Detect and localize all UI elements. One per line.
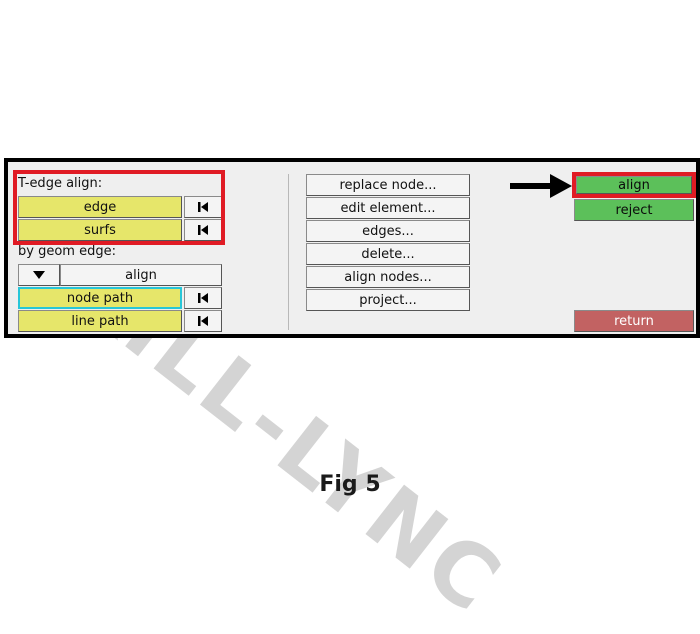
- return-button[interactable]: return: [574, 310, 694, 332]
- delete-button[interactable]: delete...: [306, 243, 470, 265]
- geom-align-select[interactable]: align: [60, 264, 222, 286]
- skip-to-start-icon: [198, 293, 208, 303]
- skip-to-start-icon: [198, 202, 208, 212]
- replace-node-button[interactable]: replace node...: [306, 174, 470, 196]
- geom-edge-label: by geom edge:: [18, 244, 116, 259]
- line-path-skip-button[interactable]: [184, 310, 222, 332]
- tedge-align-panel: T-edge align: edge surfs by geom edge: a…: [4, 158, 700, 338]
- align-nodes-button[interactable]: align nodes...: [306, 266, 470, 288]
- skip-to-start-icon: [198, 316, 208, 326]
- column-separator: [288, 174, 289, 330]
- pointer-arrow-icon: [510, 174, 572, 198]
- skip-to-start-icon: [198, 225, 208, 235]
- line-path-button[interactable]: line path: [18, 310, 182, 332]
- node-path-button[interactable]: node path: [18, 287, 182, 309]
- edge-button[interactable]: edge: [18, 196, 182, 218]
- figure-caption: Fig 5: [319, 472, 381, 497]
- edit-element-button[interactable]: edit element...: [306, 197, 470, 219]
- edge-skip-button[interactable]: [184, 196, 222, 218]
- surfs-skip-button[interactable]: [184, 219, 222, 241]
- project-button[interactable]: project...: [306, 289, 470, 311]
- surfs-button[interactable]: surfs: [18, 219, 182, 241]
- geom-dropdown-toggle[interactable]: [18, 264, 60, 286]
- align-button[interactable]: align: [576, 176, 692, 194]
- reject-button[interactable]: reject: [574, 199, 694, 221]
- tedge-align-label: T-edge align:: [18, 176, 103, 191]
- node-path-skip-button[interactable]: [184, 287, 222, 309]
- edges-button[interactable]: edges...: [306, 220, 470, 242]
- triangle-down-icon: [33, 271, 45, 279]
